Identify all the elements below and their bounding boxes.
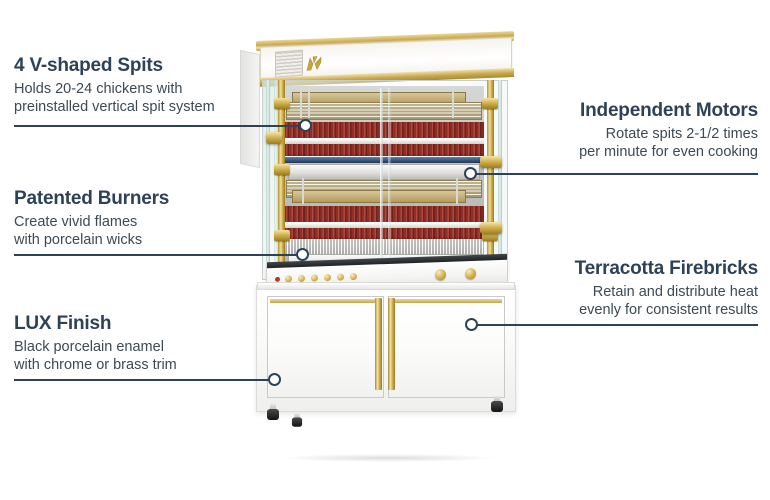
- brass-post-right: [487, 80, 494, 280]
- glass-edge-right: [498, 80, 502, 280]
- callout-description: Holds 20-24 chickens with preinstalled v…: [14, 80, 215, 116]
- glass-edge-left: [266, 80, 270, 280]
- leader-line-v-shaped-spits: [14, 125, 306, 127]
- door-hinge: [482, 230, 498, 241]
- door-brass-trim: [270, 299, 381, 303]
- spit-hook: [300, 88, 302, 118]
- callout-description: Rotate spits 2-1/2 times per minute for …: [579, 125, 758, 161]
- burner-control-knob[interactable]: [435, 268, 446, 281]
- hotspot-dot-independent-motors[interactable]: [464, 167, 477, 180]
- cabinet-handle-left[interactable]: [375, 298, 382, 390]
- callout-title: LUX Finish: [14, 313, 112, 334]
- leader-line-patented-burners: [14, 254, 303, 256]
- callout-desc-line: Rotate spits 2-1/2 times: [605, 126, 758, 142]
- glass-mullion: [380, 88, 383, 270]
- spit-motor: [480, 156, 502, 168]
- door-hinge: [274, 98, 290, 109]
- spit-motor: [266, 132, 282, 144]
- callout-title: Independent Motors: [580, 100, 758, 121]
- caster-wheel: [291, 417, 303, 427]
- spit-bar: [284, 138, 484, 146]
- callout-desc-line: with chrome or brass trim: [14, 357, 177, 373]
- rotisserie-chamber: [262, 80, 508, 280]
- terracotta-firebrick-row: [284, 206, 484, 227]
- callout-title: Terracotta Firebricks: [574, 258, 759, 279]
- callout-description: Create vivid flames with porcelain wicks: [14, 213, 169, 249]
- spit-bar: [284, 222, 484, 230]
- brass-post-left: [278, 80, 285, 280]
- callout-title: Patented Burners: [14, 188, 170, 209]
- spit-hook: [456, 178, 458, 204]
- product-image-rotisserie: [240, 31, 528, 462]
- spit-hook: [452, 88, 454, 118]
- terracotta-firebrick-row: [284, 144, 484, 158]
- caster-wheel: [491, 401, 503, 412]
- callout-desc-line: preinstalled vertical spit system: [14, 99, 215, 115]
- hotspot-dot-v-shaped-spits[interactable]: [299, 119, 312, 132]
- leader-line-terracotta-firebricks: [477, 324, 758, 326]
- mid-drip-tray: [288, 164, 480, 180]
- terracotta-firebrick-row: [284, 228, 484, 241]
- cabinet-door-right[interactable]: [388, 296, 505, 398]
- caster-wheel-rear-left: [291, 413, 303, 427]
- door-hinge: [274, 230, 290, 241]
- lower-spit-rack: [292, 190, 466, 203]
- callout-desc-line: Holds 20-24 chickens with: [14, 81, 183, 97]
- callout-desc-line: Black porcelain enamel: [14, 339, 164, 355]
- callout-desc-line: per minute for even cooking: [579, 144, 758, 160]
- caster-stem: [294, 413, 300, 419]
- callout-independent-motors: Independent Motors Rotate spits 2-1/2 ti…: [579, 100, 758, 161]
- hotspot-dot-lux-finish[interactable]: [268, 373, 281, 386]
- upper-grate: [286, 102, 482, 120]
- cabinet-door-left[interactable]: [267, 296, 384, 398]
- product-shadow: [278, 454, 498, 462]
- cabinet-top-surface: [257, 282, 515, 290]
- burner-control-knob[interactable]: [465, 267, 476, 280]
- callout-patented-burners: Patented Burners Create vivid flames wit…: [14, 188, 169, 249]
- brand-monogram-icon: [306, 56, 322, 71]
- callout-title: 4 V-shaped Spits: [14, 55, 163, 76]
- caster-wheel-front-right: [491, 396, 503, 412]
- glass-edge-left-inner: [274, 80, 278, 280]
- cabinet-left-side: [240, 49, 260, 169]
- igniter-button[interactable]: [337, 273, 344, 281]
- glass-mullion: [388, 88, 391, 270]
- callout-v-shaped-spits: 4 V-shaped Spits Holds 20-24 chickens wi…: [14, 55, 215, 116]
- hotspot-dot-terracotta-firebricks[interactable]: [465, 318, 478, 331]
- leader-line-lux-finish: [14, 379, 275, 381]
- caster-wheel-front-left: [267, 404, 279, 420]
- caster-wheel: [267, 409, 279, 420]
- cooking-chamber-interior: [284, 86, 484, 272]
- door-hinge: [482, 98, 498, 109]
- hotspot-dot-patented-burners[interactable]: [296, 248, 309, 261]
- leader-line-independent-motors: [474, 173, 758, 175]
- caster-stem: [270, 404, 276, 410]
- callout-terracotta-firebricks: Terracotta Firebricks Retain and distrib…: [574, 258, 759, 319]
- terracotta-firebrick-row: [284, 122, 484, 143]
- spit-hook: [308, 88, 310, 118]
- product-crown: [260, 37, 512, 83]
- callout-desc-line: evenly for consistent results: [579, 302, 758, 318]
- callout-lux-finish: LUX Finish Black porcelain enamel with c…: [14, 313, 177, 374]
- igniter-button[interactable]: [311, 274, 318, 282]
- door-hinge: [274, 164, 290, 175]
- spit-motor: [480, 222, 502, 234]
- callout-desc-line: with porcelain wicks: [14, 232, 143, 248]
- burner-mesh-screen: [284, 239, 484, 254]
- crown-vent-icon: [275, 49, 303, 78]
- spit-bar-blue: [284, 156, 484, 163]
- callout-desc-line: Retain and distribute heat: [592, 284, 758, 300]
- spit-hook: [302, 178, 304, 204]
- igniter-button[interactable]: [324, 273, 331, 282]
- base-cabinet: [256, 282, 516, 427]
- callout-description: Retain and distribute heat evenly for co…: [575, 283, 758, 319]
- caster-stem: [494, 396, 500, 402]
- cabinet-handle-right[interactable]: [388, 298, 395, 390]
- callout-description: Black porcelain enamel with chrome or br…: [14, 338, 177, 374]
- door-brass-trim: [391, 299, 502, 303]
- igniter-button[interactable]: [350, 273, 357, 281]
- callout-desc-line: Create vivid flames: [14, 214, 138, 230]
